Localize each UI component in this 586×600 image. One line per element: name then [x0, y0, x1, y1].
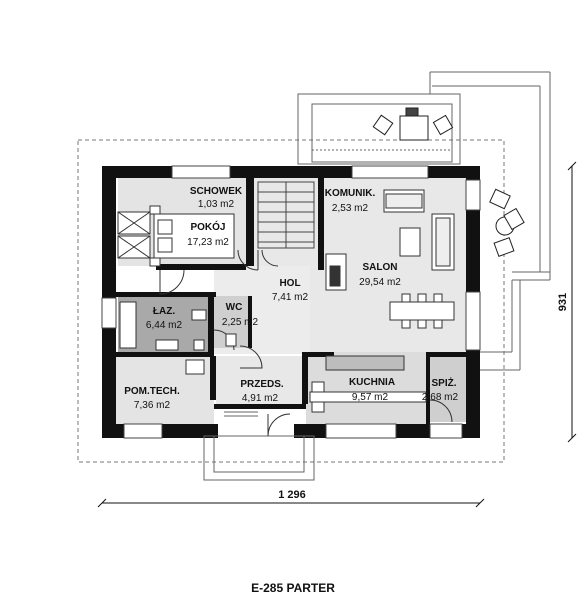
- width-dimension: [97, 498, 485, 508]
- room-area-wc: 2,25 m2: [222, 317, 259, 328]
- room-area-salon: 29,54 m2: [359, 277, 401, 288]
- depth-dimension: [567, 161, 577, 443]
- room-name-komunik: KOMUNIK.: [325, 188, 376, 199]
- room-area-pomtech: 7,36 m2: [134, 400, 171, 411]
- room-name-schowek: SCHOWEK: [190, 186, 243, 197]
- room-name-salon: SALON: [363, 262, 398, 273]
- room-labels: SCHOWEK 1,03 m2 POKÓJ 17,23 m2 KOMUNIK. …: [124, 186, 458, 411]
- room-area-spiz: 2,68 m2: [422, 392, 459, 403]
- room-name-pomtech: POM.TECH.: [124, 386, 180, 397]
- room-name-hol: HOL: [279, 278, 300, 289]
- room-area-kuchnia: 9,57 m2: [352, 392, 389, 403]
- plan-title: E-285 PARTER: [251, 581, 335, 595]
- windows: [101, 165, 481, 439]
- room-name-spiz: SPIŻ.: [431, 376, 456, 389]
- width-dimension-label: 1 296: [278, 489, 306, 501]
- lower-terrace: [478, 280, 521, 371]
- terrace-furniture: [372, 107, 454, 141]
- room-area-przeds: 4,91 m2: [242, 393, 279, 404]
- roof-outline: [77, 139, 505, 463]
- stairs: [257, 181, 315, 249]
- entrance-porch: [203, 411, 315, 481]
- room-area-pokoj: 17,23 m2: [187, 237, 229, 248]
- room-area-komunik: 2,53 m2: [332, 203, 369, 214]
- side-terrace-furniture: [489, 188, 525, 257]
- terrace-pergola: [297, 71, 551, 281]
- door-swings: [159, 249, 453, 437]
- room-name-przeds: PRZEDS.: [240, 379, 284, 390]
- room-name-kuchnia: KUCHNIA: [349, 377, 395, 388]
- room-name-pokoj: POKÓJ: [190, 220, 225, 233]
- room-area-laz: 6,44 m2: [146, 320, 183, 331]
- room-area-schowek: 1,03 m2: [198, 199, 235, 210]
- furniture: [117, 189, 455, 413]
- room-name-laz: ŁAZ.: [153, 306, 175, 317]
- room-area-hol: 7,41 m2: [272, 292, 309, 303]
- room-name-wc: WC: [226, 302, 243, 313]
- depth-dimension-label: 931: [557, 293, 569, 311]
